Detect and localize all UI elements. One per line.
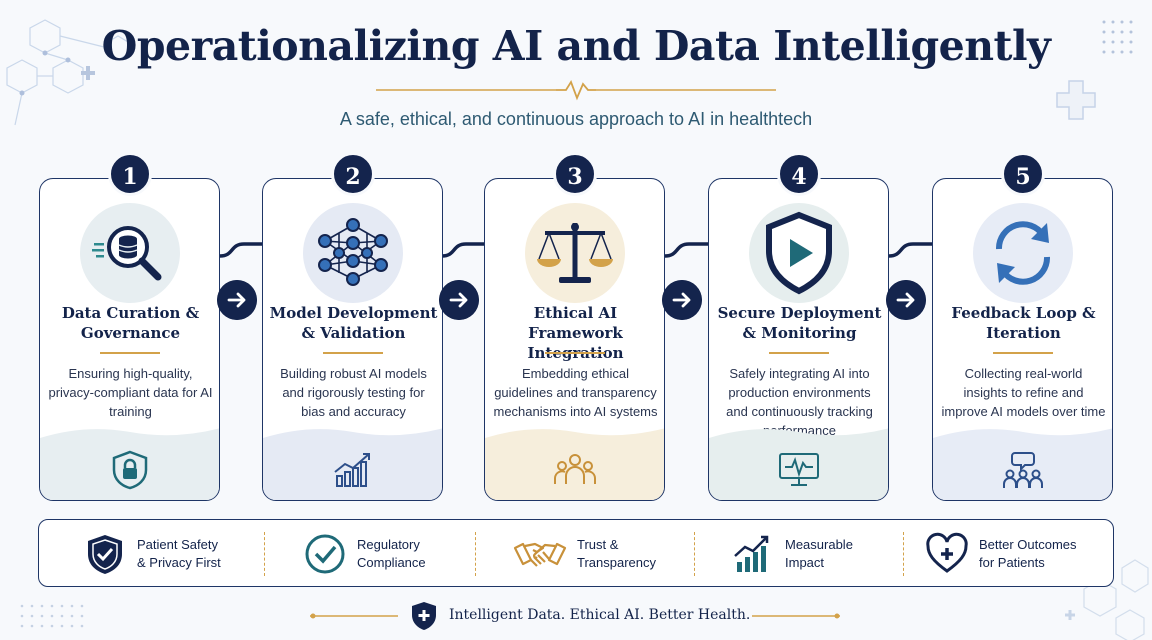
step-connector <box>889 242 933 258</box>
step-description: Collecting real-world insights to refine… <box>941 366 1106 419</box>
benefit-label: Better Outcomes for Patients <box>979 537 1077 570</box>
benefit-label: Measurable Impact <box>785 537 853 570</box>
benefit-item: Regulatory Compliance <box>303 520 453 588</box>
step-title: Secure Deployment & Monitoring <box>717 304 882 342</box>
tagline-divider <box>310 613 398 619</box>
arrow-right-icon <box>662 280 702 320</box>
tagline-divider <box>752 613 840 619</box>
step-title: Data Curation & Governance <box>61 304 200 342</box>
step-card-3: Ethical AI Framework Integration Embeddi… <box>484 178 665 501</box>
step-number-5: 5 <box>1001 152 1045 196</box>
step-description: Ensuring high-quality, privacy-compliant… <box>48 366 213 419</box>
check-circle-icon <box>305 534 345 574</box>
arrow-right-icon <box>886 280 926 320</box>
page-title: Operationalizing AI and Data Intelligent… <box>101 22 1051 70</box>
benefit-label: Patient Safety & Privacy First <box>137 537 221 570</box>
step-title: Feedback Loop & Iteration <box>951 304 1096 342</box>
handshake-icon <box>513 542 567 567</box>
page-subtitle: A safe, ethical, and continuous approach… <box>339 109 813 129</box>
balance-scale-icon <box>537 223 613 283</box>
neural-network-icon <box>318 218 388 286</box>
refresh-cycle-icon <box>995 221 1051 285</box>
step-description: Embedding ethical guidelines and transpa… <box>493 366 658 419</box>
footer-tagline: Intelligent Data. Ethical AI. Better Hea… <box>0 600 1152 630</box>
step-connector <box>665 242 709 258</box>
arrow-right-icon <box>217 280 257 320</box>
shield-lock-icon <box>112 450 148 490</box>
step-card-1: Data Curation & Governance Ensuring high… <box>39 178 220 501</box>
benefit-label: Regulatory Compliance <box>357 537 426 570</box>
benefit-item: Measurable Impact <box>731 520 881 588</box>
step-description: Building robust AI models and rigorously… <box>280 366 427 419</box>
step-number-1: 1 <box>108 152 152 196</box>
team-feedback-icon <box>1003 452 1043 488</box>
database-magnifier-icon <box>92 226 162 281</box>
step-description: Safely integrating AI into production en… <box>726 366 873 438</box>
step-card-4: Secure Deployment & Monitoring Safely in… <box>708 178 889 501</box>
people-group-icon <box>554 454 596 484</box>
benefit-label: Trust & Transparency <box>577 537 656 570</box>
step-connector <box>442 242 486 258</box>
monitor-pulse-icon <box>779 453 819 486</box>
benefit-item: Better Outcomes for Patients <box>925 520 1089 588</box>
shield-play-icon <box>766 211 832 295</box>
tagline-text: Intelligent Data. Ethical AI. Better Hea… <box>449 607 751 623</box>
step-title: Ethical AI Framework Integration <box>527 304 624 362</box>
benefit-item: Trust & Transparency <box>513 520 673 588</box>
step-card-5: Feedback Loop & Iteration Collecting rea… <box>932 178 1113 501</box>
step-title: Model Development & Validation <box>269 304 438 342</box>
benefits-banner: Patient Safety & Privacy First Regulator… <box>38 519 1114 587</box>
shield-check-icon <box>88 535 122 574</box>
arrow-right-icon <box>439 280 479 320</box>
step-number-2: 2 <box>331 152 375 196</box>
benefit-item: Patient Safety & Privacy First <box>83 520 233 588</box>
growth-chart-icon <box>334 453 370 487</box>
step-number-4: 4 <box>777 152 821 196</box>
step-number-3: 3 <box>553 152 597 196</box>
bar-growth-icon <box>734 535 769 572</box>
step-connector <box>220 242 264 258</box>
heartbeat-divider-icon <box>376 79 776 101</box>
shield-cross-icon <box>412 602 436 630</box>
step-card-2: Model Development & Validation Building … <box>262 178 443 501</box>
heart-plus-icon <box>926 532 968 573</box>
